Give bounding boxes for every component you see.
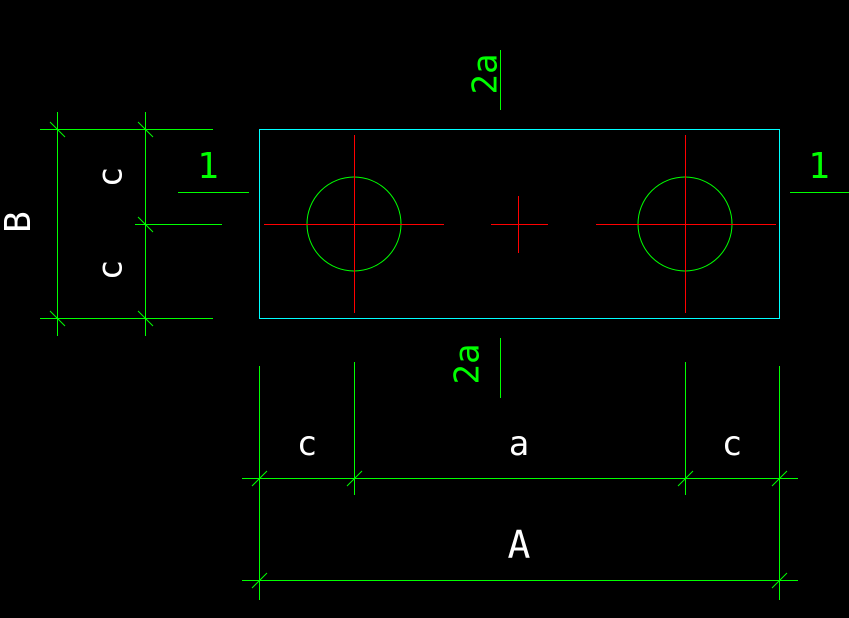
- dim-left-c-bottom: c: [91, 260, 131, 280]
- left-dimensions: [40, 112, 222, 336]
- center-lines: [264, 135, 776, 313]
- bottom-dimensions: [242, 362, 798, 600]
- bottom-spacing-label: 2a: [448, 344, 488, 385]
- section-left-label: 1: [197, 146, 219, 187]
- section-right-label: 1: [808, 146, 830, 187]
- dim-left-total: B: [0, 211, 39, 233]
- dim-left-c-top: c: [91, 167, 131, 187]
- plate-outline: [259, 129, 780, 319]
- dim-bottom-c-left: c: [297, 424, 317, 464]
- dim-bottom-total: A: [508, 523, 531, 567]
- dim-bottom-a: a: [509, 424, 529, 464]
- dim-bottom-c-right: c: [722, 424, 742, 464]
- top-spacing-label: 2a: [466, 54, 506, 95]
